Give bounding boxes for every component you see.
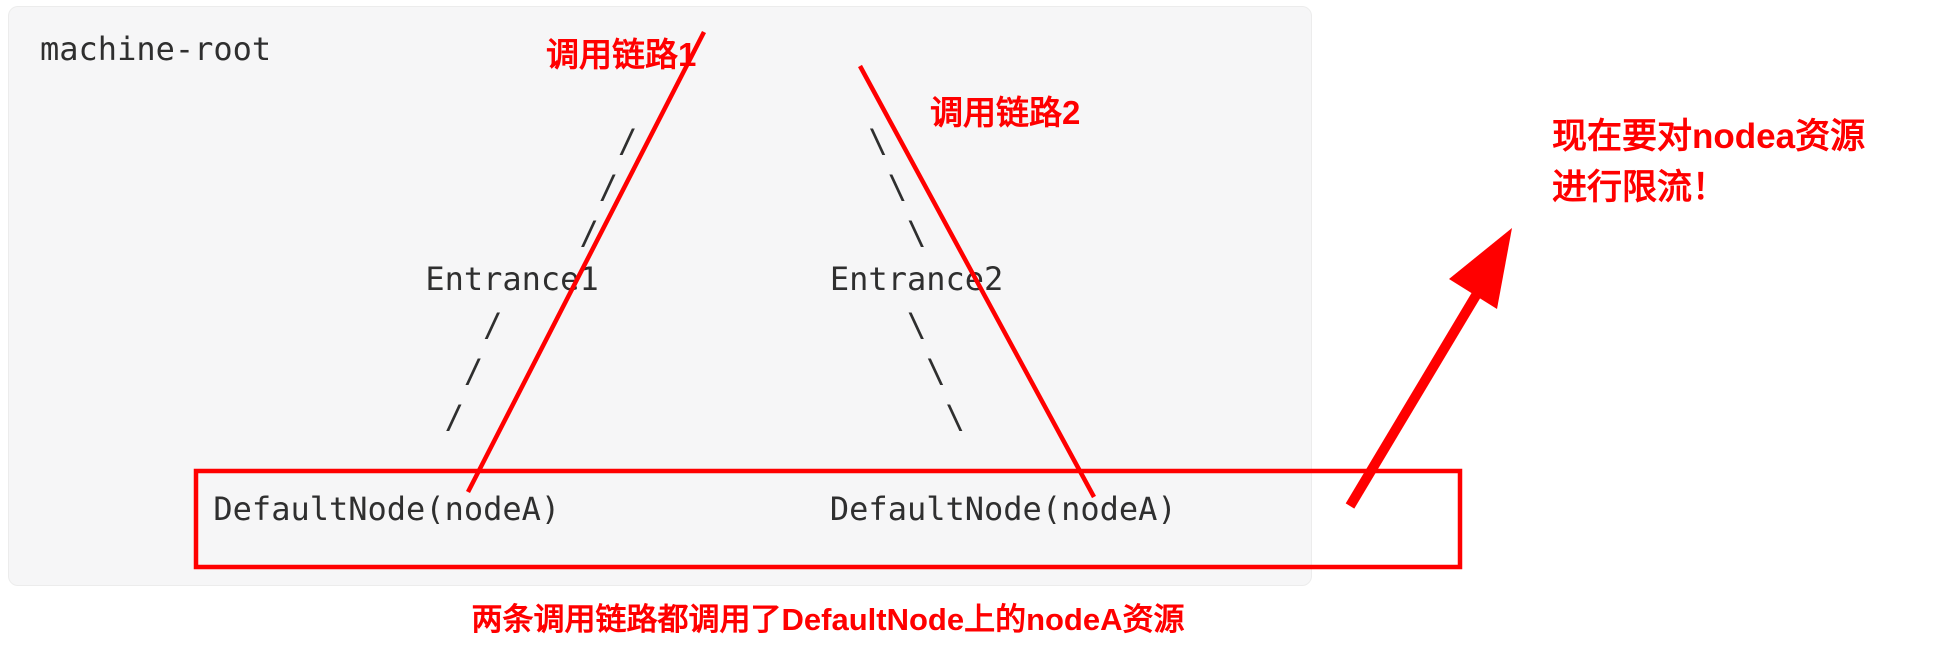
rate-limit-note: 现在要对nodea资源 进行限流！ xyxy=(1552,117,1866,207)
note-arrow-head xyxy=(1449,228,1512,309)
call-chain-1-label: 调用链路1 xyxy=(546,36,697,73)
call-chain-2-label: 调用链路2 xyxy=(930,94,1081,131)
note-arrow-shaft xyxy=(1345,289,1483,509)
bottom-caption: 两条调用链路都调用了DefaultNode上的nodeA资源 xyxy=(471,602,1185,637)
